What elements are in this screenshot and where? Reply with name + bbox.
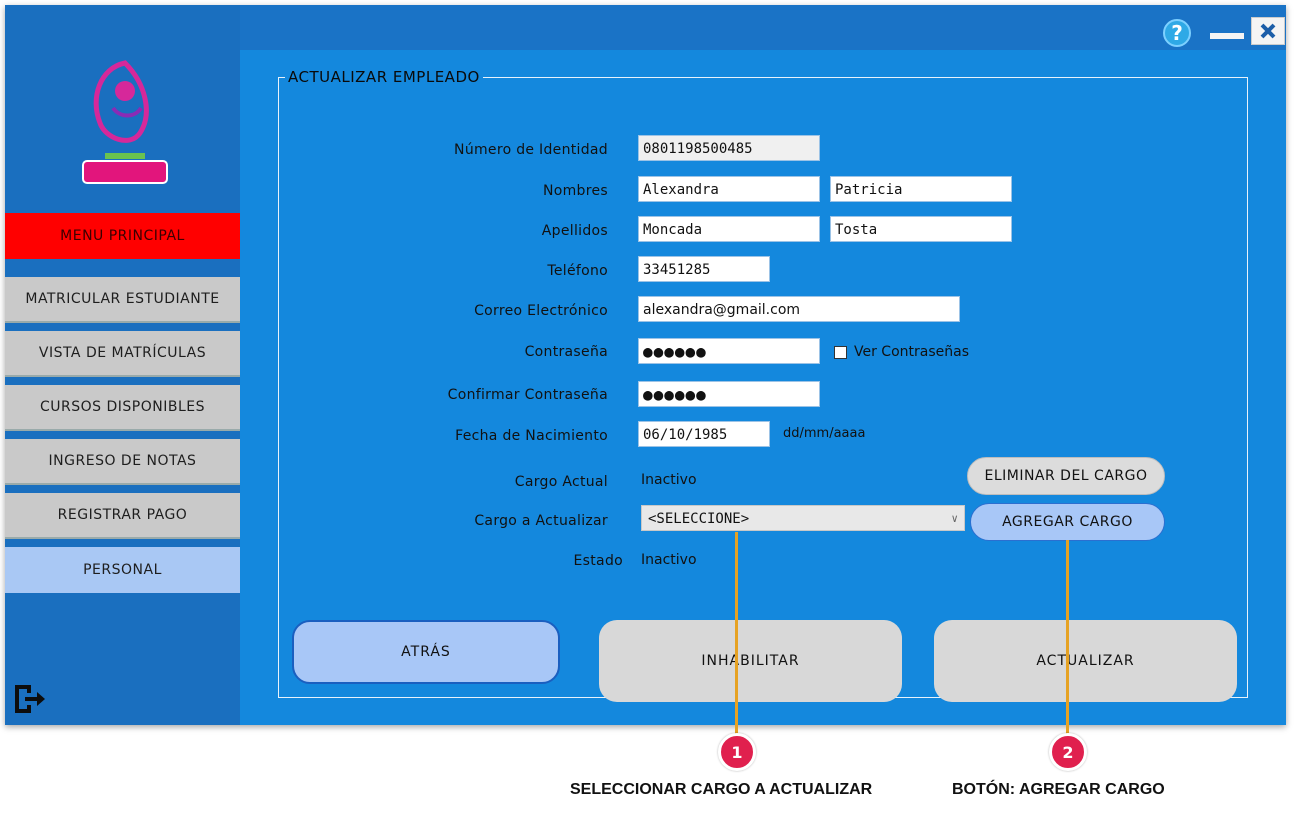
position-select[interactable]: <SELECCIONE> ∨ — [641, 505, 965, 531]
show-password-label: Ver Contraseñas — [854, 344, 970, 360]
callout-number-2: 2 — [1062, 742, 1074, 762]
sidebar-item-vista-matriculas[interactable]: VISTA DE MATRÍCULAS — [5, 331, 240, 377]
chevron-down-icon: ∨ — [951, 512, 958, 525]
callout-text-2: BOTÓN: AGREGAR CARGO — [952, 781, 1165, 798]
status-value: Inactivo — [641, 552, 697, 568]
sidebar-item-menu-principal[interactable]: MENU PRINCIPAL — [5, 213, 240, 259]
sidebar: MENU PRINCIPAL MATRICULAR ESTUDIANTE VIS… — [5, 5, 240, 725]
sidebar-item-label: REGISTRAR PAGO — [57, 507, 188, 523]
birthdate-format-hint: dd/mm/aaaa — [783, 426, 866, 441]
birthdate-field[interactable]: 06/10/1985 — [638, 421, 770, 447]
password-label: Contraseña — [524, 344, 608, 360]
add-position-button-label: AGREGAR CARGO — [1002, 514, 1133, 530]
sidebar-item-cursos-disponibles[interactable]: CURSOS DISPONIBLES — [5, 385, 240, 431]
back-button[interactable]: ATRÁS — [292, 620, 560, 684]
sidebar-item-personal[interactable]: PERSONAL — [5, 547, 240, 593]
first-surname-field[interactable]: Moncada — [638, 216, 820, 242]
current-position-label: Cargo Actual — [514, 474, 608, 490]
phone-label: Teléfono — [547, 263, 608, 279]
add-position-button[interactable]: AGREGAR CARGO — [970, 503, 1165, 541]
password-field[interactable]: ●●●●●● — [638, 338, 820, 364]
sidebar-item-label: MATRICULAR ESTUDIANTE — [25, 291, 220, 307]
first-name-field[interactable]: Alexandra — [638, 176, 820, 202]
update-button-label: ACTUALIZAR — [1036, 653, 1135, 669]
sidebar-item-label: MENU PRINCIPAL — [60, 228, 185, 244]
close-button[interactable] — [1251, 17, 1285, 45]
sidebar-item-matricular-estudiante[interactable]: MATRICULAR ESTUDIANTE — [5, 277, 240, 323]
confirm-password-label: Confirmar Contraseña — [447, 387, 608, 403]
identity-label: Número de Identidad — [454, 142, 608, 158]
back-button-label: ATRÁS — [401, 644, 451, 660]
remove-position-button-label: ELIMINAR DEL CARGO — [984, 468, 1148, 484]
sidebar-item-label: VISTA DE MATRÍCULAS — [38, 345, 207, 361]
form-title: ACTUALIZAR EMPLEADO — [288, 68, 480, 86]
callout-text-1: SELECCIONAR CARGO A ACTUALIZAR — [570, 781, 873, 798]
surnames-label: Apellidos — [541, 223, 608, 239]
email-field[interactable]: alexandra@gmail.com — [638, 296, 960, 322]
sidebar-item-registrar-pago[interactable]: REGISTRAR PAGO — [5, 493, 240, 539]
sidebar-item-label: CURSOS DISPONIBLES — [40, 399, 205, 415]
help-icon: ? — [1171, 21, 1183, 45]
callout-badge-2: 2 — [1049, 733, 1087, 771]
logout-icon[interactable] — [11, 681, 47, 717]
remove-position-button[interactable]: ELIMINAR DEL CARGO — [967, 457, 1165, 495]
school-logo — [82, 60, 168, 184]
current-position-value: Inactivo — [641, 472, 697, 488]
main-content: ACTUALIZAR EMPLEADO Número de Identidad … — [240, 50, 1286, 725]
update-button[interactable]: ACTUALIZAR — [934, 620, 1237, 702]
close-icon — [1260, 23, 1276, 39]
position-select-value: <SELECCIONE> — [648, 511, 750, 527]
names-label: Nombres — [542, 183, 608, 199]
callout-badge-1: 1 — [718, 733, 756, 771]
status-label: Estado — [573, 553, 623, 569]
second-name-field[interactable]: Patricia — [830, 176, 1012, 202]
sidebar-item-label: PERSONAL — [83, 562, 162, 578]
app-window: MENU PRINCIPAL MATRICULAR ESTUDIANTE VIS… — [5, 5, 1286, 725]
show-password-checkbox[interactable] — [834, 346, 847, 359]
second-surname-field[interactable]: Tosta — [830, 216, 1012, 242]
help-button[interactable]: ? — [1163, 19, 1191, 47]
email-label: Correo Electrónico — [474, 303, 608, 319]
update-position-label: Cargo a Actualizar — [474, 513, 608, 529]
minimize-button[interactable] — [1210, 33, 1244, 39]
disable-button[interactable]: INHABILITAR — [599, 620, 902, 702]
sidebar-item-ingreso-notas[interactable]: INGRESO DE NOTAS — [5, 439, 240, 485]
callout-line-2 — [1066, 540, 1069, 737]
sidebar-item-label: INGRESO DE NOTAS — [48, 453, 197, 469]
callout-line-1 — [735, 532, 738, 737]
identity-field[interactable]: 0801198500485 — [638, 135, 820, 161]
callout-number-1: 1 — [731, 742, 743, 762]
disable-button-label: INHABILITAR — [701, 653, 800, 669]
birthdate-label: Fecha de Nacimiento — [455, 428, 608, 444]
phone-field[interactable]: 33451285 — [638, 256, 770, 282]
confirm-password-field[interactable]: ●●●●●● — [638, 381, 820, 407]
